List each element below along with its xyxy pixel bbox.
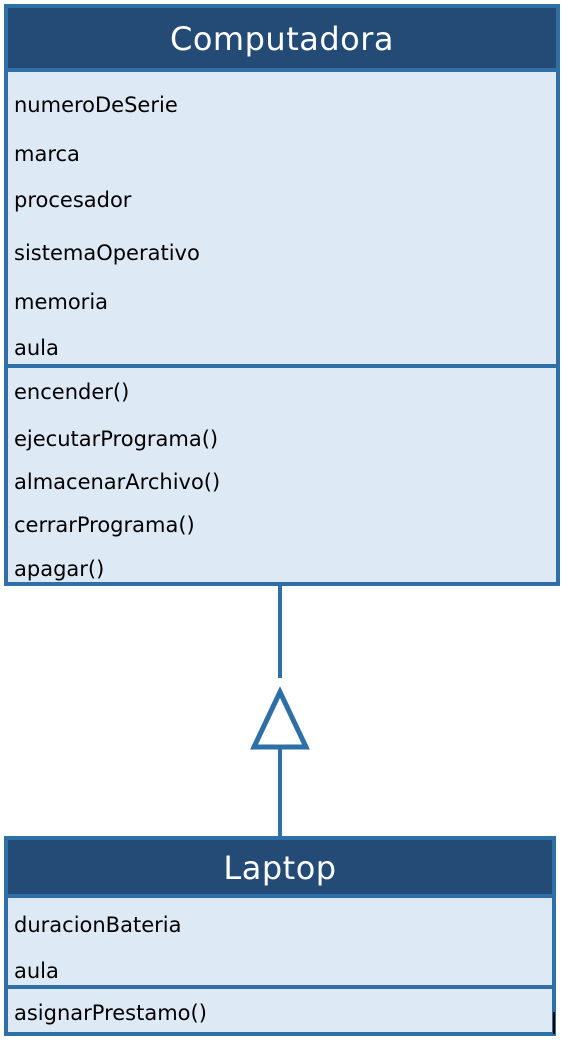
method-item: cerrarPrograma() [14,513,195,537]
class-laptop[interactable]: Laptop duracionBateria aula asignarPrest… [4,836,556,1036]
attribute-item: memoria [14,290,109,314]
attribute-item: duracionBateria [14,913,182,937]
method-item: ejecutarPrograma() [14,427,219,451]
method-item: apagar() [14,557,105,581]
compartment-divider [8,364,556,368]
class-computadora[interactable]: Computadora numeroDeSerie marca procesad… [4,4,560,586]
attribute-item: marca [14,142,80,166]
compartment-divider [8,985,552,989]
class-laptop-name: Laptop [8,840,552,898]
attribute-item: aula [14,336,59,360]
edge-mark [553,1012,555,1034]
method-item: asignarPrestamo() [14,1001,207,1025]
attribute-item: aula [14,959,59,983]
class-computadora-name: Computadora [8,8,556,72]
inheritance-arrowhead [250,686,310,750]
method-item: encender() [14,380,130,404]
attribute-item: procesador [14,188,132,212]
attribute-item: numeroDeSerie [14,93,178,117]
attribute-item: sistemaOperativo [14,241,200,265]
method-item: almacenarArchivo() [14,470,221,494]
